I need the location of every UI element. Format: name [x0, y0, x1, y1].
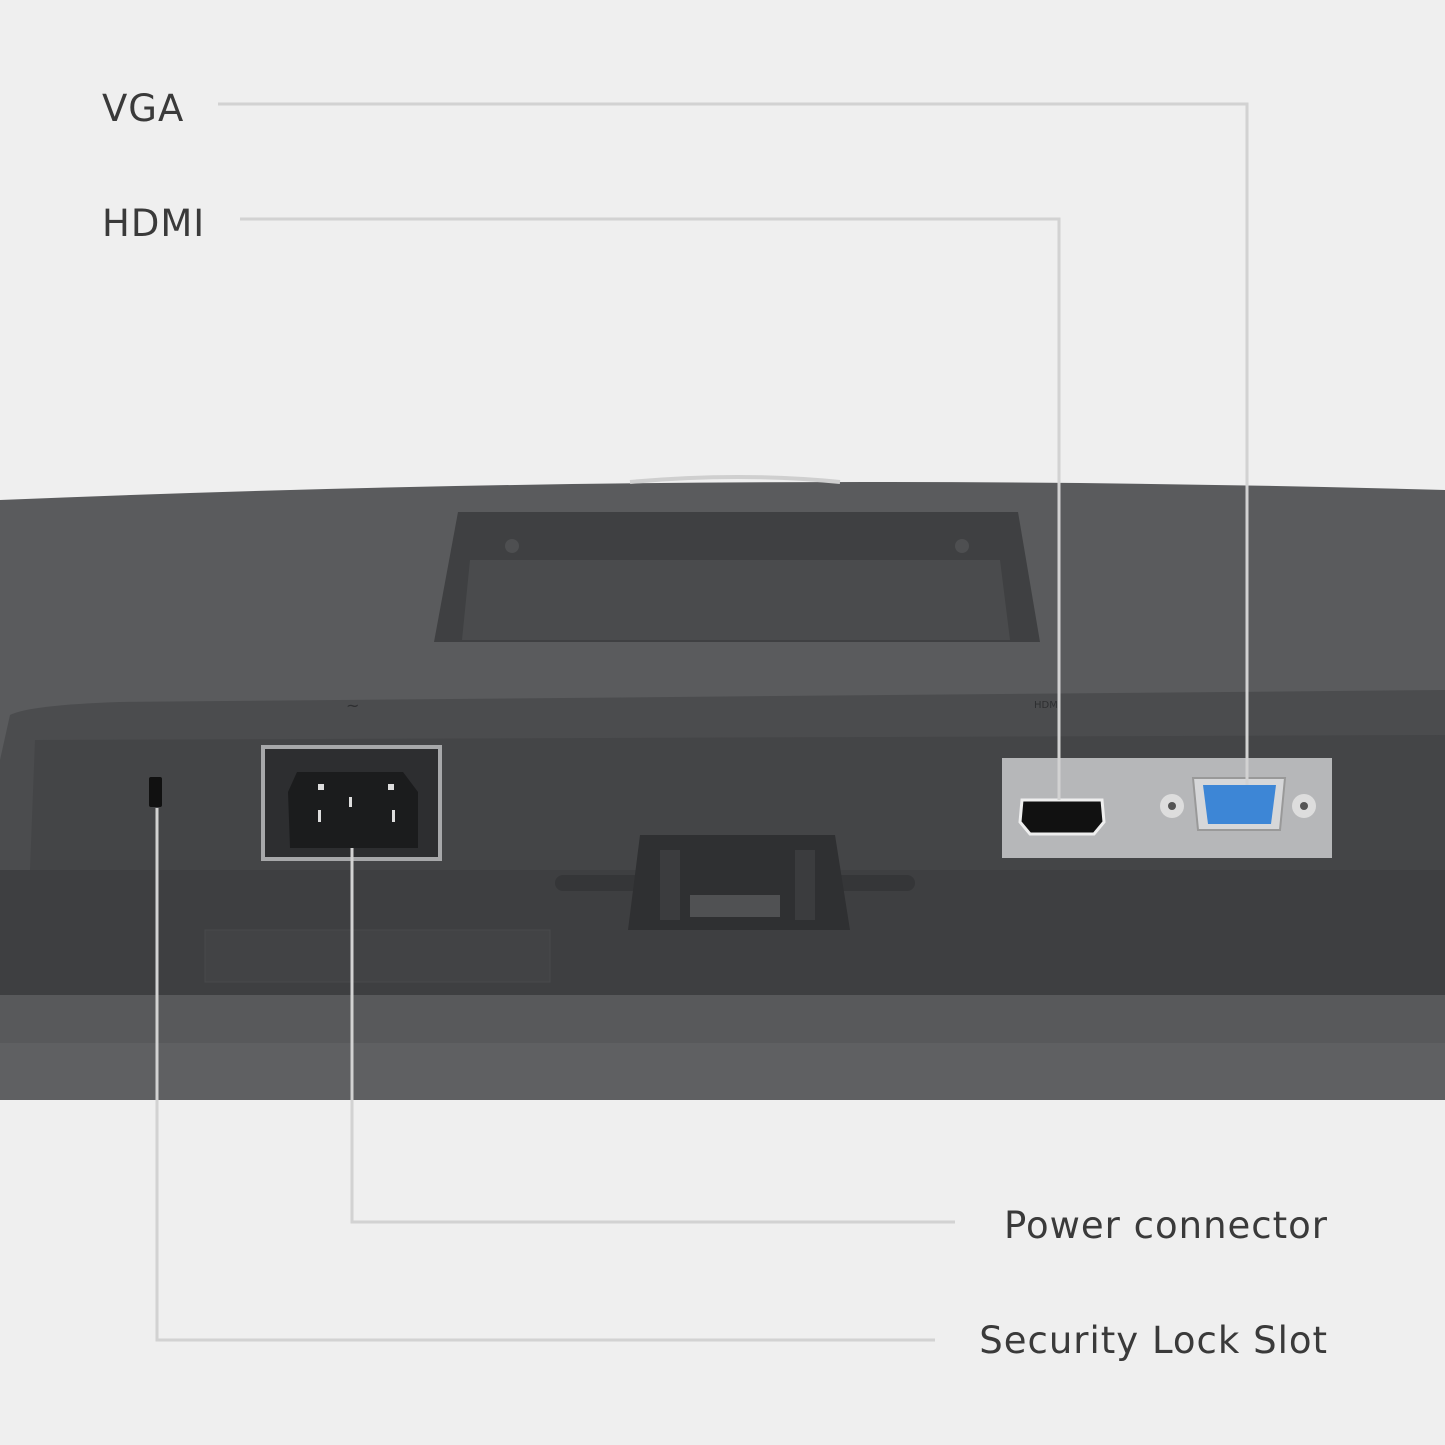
vga-port — [1160, 777, 1316, 831]
power-leader-line — [350, 848, 955, 1224]
hdmi-leader-line — [240, 217, 1061, 800]
stand-hinge — [555, 835, 915, 930]
svg-text:~: ~ — [346, 696, 359, 715]
svg-text:HDMI: HDMI — [1034, 700, 1061, 711]
security-leader-line — [155, 808, 935, 1342]
hdmi-port — [1018, 798, 1106, 836]
power-connector-label: Power connector — [1004, 1204, 1328, 1247]
hdmi-label: HDMI — [102, 202, 206, 245]
leader-lines — [155, 102, 1249, 1342]
security-lock-slot-label: Security Lock Slot — [979, 1319, 1328, 1362]
io-port-plate: HDMI — [1002, 700, 1332, 858]
vga-label: VGA — [102, 87, 185, 130]
monitor-logo-edge — [629, 475, 841, 484]
vga-leader-line — [218, 102, 1249, 785]
power-connector: ~ — [261, 696, 442, 861]
security-lock-slot — [149, 777, 162, 807]
